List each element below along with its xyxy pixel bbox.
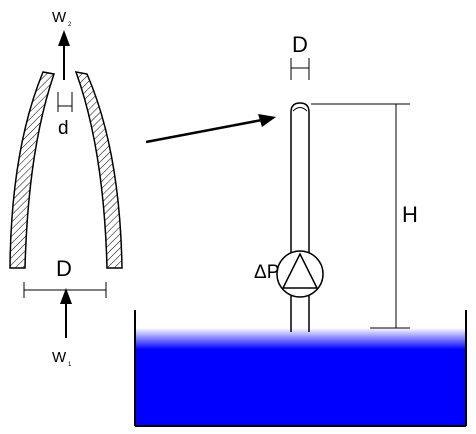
height-label: H [402, 202, 418, 227]
outlet-diameter-label: d [58, 118, 69, 139]
tank [134, 310, 467, 427]
nozzle [9, 71, 123, 269]
outlet-flow-subscript: 2 [68, 22, 72, 28]
liquid [136, 328, 466, 425]
outlet-flow-label: W [52, 9, 67, 26]
inlet-diameter-dimension [23, 282, 107, 298]
detail-arrow [145, 114, 276, 144]
inlet-flow-arrow [60, 288, 72, 338]
inlet-flow-label: W [52, 349, 67, 366]
pump [276, 250, 324, 298]
pump-pressure-label: ΔP [254, 262, 279, 283]
column-diameter-label: D [292, 32, 308, 57]
column-diameter-dimension [290, 58, 310, 80]
inlet-diameter-label: D [56, 256, 72, 281]
outlet-diameter-dimension [57, 92, 73, 112]
column-tube [290, 102, 310, 332]
nozzle-right-wall [74, 71, 123, 269]
inlet-flow-subscript: 1 [68, 362, 72, 368]
height-dimension [311, 103, 410, 329]
outlet-flow-arrow [58, 30, 70, 80]
nozzle-left-wall [9, 71, 55, 269]
